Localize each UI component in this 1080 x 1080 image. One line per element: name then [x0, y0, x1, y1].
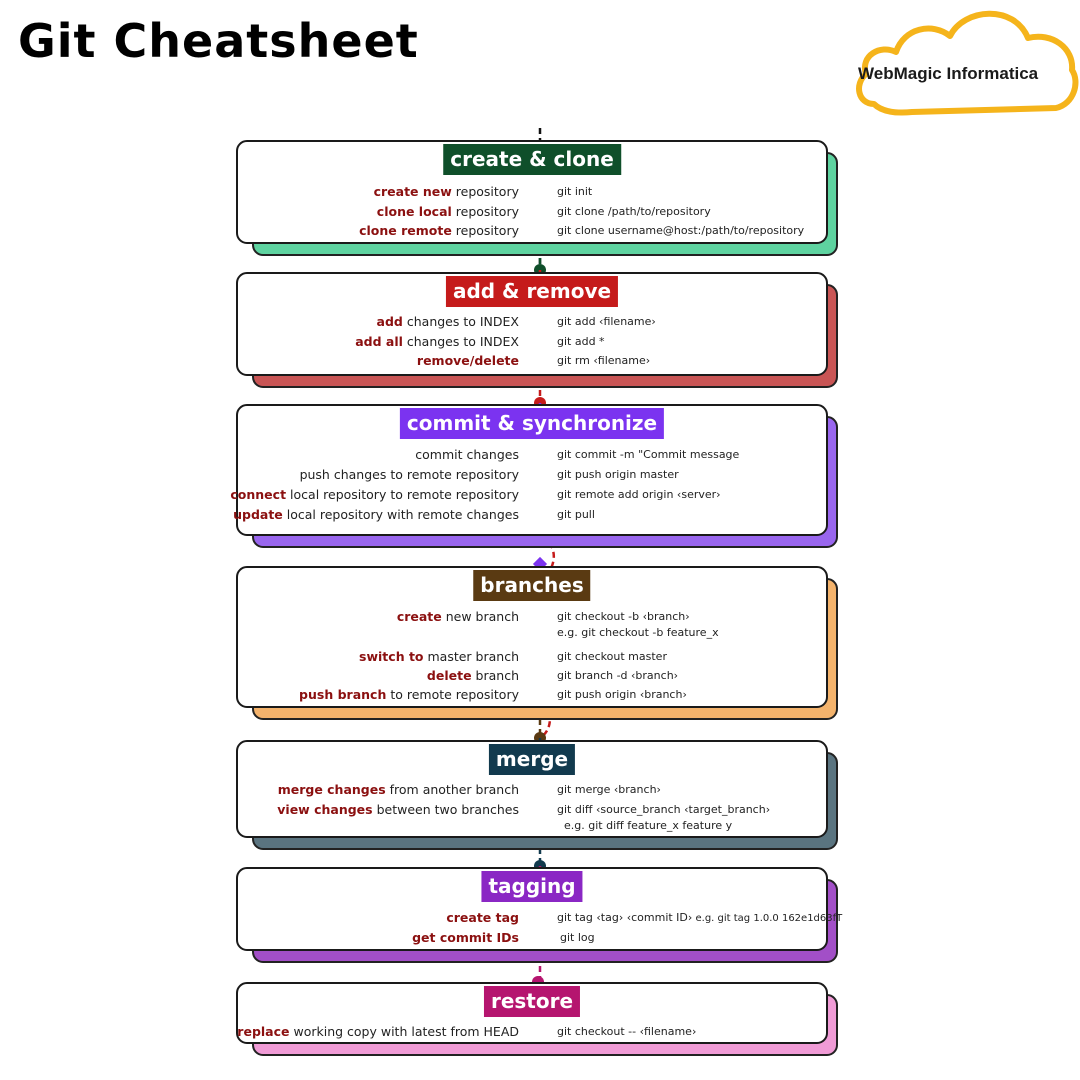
section-title: branches: [473, 570, 591, 601]
command-example: e.g. git checkout -b feature_x: [557, 626, 719, 639]
action-keyword: add all: [355, 334, 403, 349]
command-row: remove/delete git rm ‹filename›: [236, 353, 828, 373]
section-branches: branches create new branch git checkout …: [236, 566, 838, 720]
command-row: push changes to remote repository git pu…: [236, 467, 828, 487]
action-text: changes to INDEX: [402, 334, 519, 349]
command-row: get commit IDs git log: [236, 930, 828, 950]
git-command: git push origin master: [557, 468, 679, 481]
section-title: merge: [488, 744, 576, 775]
action-text: local repository to remote repository: [286, 487, 519, 502]
command-row: add changes to INDEX git add ‹filename›: [236, 314, 828, 334]
command-row: clone remote repository git clone userna…: [236, 223, 828, 243]
section-merge: merge merge changes from another branch …: [236, 740, 838, 850]
git-command: git push origin ‹branch›: [557, 688, 687, 701]
section-title: add & remove: [445, 276, 619, 307]
git-command: git tag ‹tag› ‹commit ID›: [557, 911, 693, 924]
git-command: git diff ‹source_branch ‹target_branch›: [557, 803, 771, 816]
action-text: repository: [451, 184, 519, 199]
page-title: Git Cheatsheet: [18, 14, 419, 68]
action-text: repository: [451, 204, 519, 219]
action-keyword: get commit IDs: [412, 930, 519, 945]
action-keyword: connect: [230, 487, 287, 502]
command-row: add all changes to INDEX git add *: [236, 334, 828, 354]
git-command: git init: [557, 185, 593, 198]
section-title: commit & synchronize: [399, 408, 665, 439]
command-row: merge changes from another branch git me…: [236, 782, 828, 802]
command-row: connect local repository to remote repos…: [230, 487, 828, 507]
action-keyword: clone local: [376, 204, 452, 219]
action-keyword: remove/delete: [416, 353, 519, 368]
action-text: from another branch: [385, 782, 519, 797]
action-text: push changes to remote repository: [299, 467, 519, 482]
git-command: git branch -d ‹branch›: [557, 669, 679, 682]
action-text: master branch: [423, 649, 519, 664]
git-command: git add *: [557, 335, 605, 348]
git-command: git clone /path/to/repository: [557, 205, 711, 218]
command-row: update local repository with remote chan…: [233, 507, 828, 527]
git-command: git add ‹filename›: [557, 315, 656, 328]
command-row: clone local repository git clone /path/t…: [236, 204, 828, 224]
action-keyword: replace: [237, 1024, 290, 1039]
command-row: commit changes git commit -m "Commit mes…: [236, 447, 828, 467]
action-text: repository: [451, 223, 519, 238]
command-row: view changes between two branches git di…: [236, 802, 828, 838]
section-title: restore: [483, 986, 581, 1017]
section-title: create & clone: [443, 144, 621, 175]
git-command: git remote add origin ‹server›: [557, 488, 721, 501]
git-command: git pull: [557, 508, 595, 521]
section-tagging: tagging create tag git tag ‹tag› ‹commit…: [236, 867, 842, 963]
git-command: git checkout master: [557, 650, 667, 663]
action-keyword: create: [396, 609, 442, 624]
action-keyword: clone remote: [359, 223, 452, 238]
action-keyword: view changes: [277, 802, 373, 817]
action-text: local repository with remote changes: [282, 507, 519, 522]
action-text: changes to INDEX: [402, 314, 519, 329]
section-commit-synchronize: commit & synchronize commit changes git …: [230, 404, 838, 548]
command-row: create new repository git init: [236, 184, 828, 204]
action-keyword: push branch: [299, 687, 387, 702]
command-row: create tag git tag ‹tag› ‹commit ID› e.g…: [236, 910, 842, 930]
action-keyword: create new: [373, 184, 452, 199]
action-text: new branch: [441, 609, 519, 624]
cloud-logo-icon: [856, 10, 1079, 116]
section-create-clone: create & clone create new repository git…: [236, 140, 838, 256]
command-row: replace working copy with latest from HE…: [236, 1024, 828, 1044]
git-command: git checkout -b ‹branch›: [557, 610, 690, 623]
action-keyword: add: [376, 314, 403, 329]
action-keyword: create tag: [446, 910, 519, 925]
action-keyword: merge changes: [277, 782, 386, 797]
action-keyword: update: [233, 507, 283, 522]
action-keyword: delete: [426, 668, 472, 683]
command-row: push branch to remote repository git pus…: [236, 687, 828, 707]
action-text: working copy with latest from HEAD: [289, 1024, 519, 1039]
git-command: git merge ‹branch›: [557, 783, 661, 796]
action-text: between two branches: [372, 802, 519, 817]
command-row: switch to master branch git checkout mas…: [236, 649, 828, 669]
brand-name: WebMagic Informatica: [858, 64, 1039, 83]
git-command: git checkout -- ‹filename›: [557, 1025, 697, 1038]
section-title: tagging: [481, 871, 583, 902]
git-command: git clone username@host:/path/to/reposit…: [557, 224, 805, 237]
git-command: git log: [560, 931, 595, 944]
section-add-remove: add & remove add changes to INDEX git ad…: [236, 272, 838, 388]
git-command: git rm ‹filename›: [557, 354, 651, 367]
git-command: git commit -m "Commit message: [557, 448, 740, 461]
command-example: e.g. git diff feature_x feature y: [564, 819, 733, 832]
action-text: commit changes: [415, 447, 519, 462]
action-text: to remote repository: [386, 687, 519, 702]
command-row: create new branch git checkout -b ‹branc…: [236, 609, 828, 645]
section-restore: restore replace working copy with latest…: [236, 982, 838, 1056]
action-text: branch: [471, 668, 519, 683]
action-keyword: switch to: [359, 649, 424, 664]
command-row: delete branch git branch -d ‹branch›: [236, 668, 828, 688]
command-example: e.g. git tag 1.0.0 162e1d63fT: [692, 913, 843, 924]
